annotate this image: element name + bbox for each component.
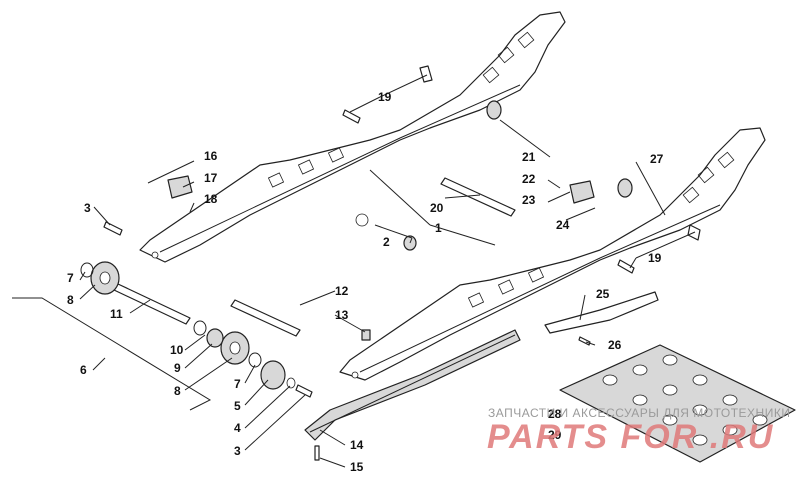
callout-25: 25: [596, 287, 610, 301]
bolt-19-upper: [342, 65, 433, 124]
callout-4: 4: [234, 421, 241, 435]
slide-14: [304, 329, 521, 441]
callout-numbers: 1 2 3 3 4 5 6 7 7 8 8 9 10 11 12 13 14 1…: [67, 90, 664, 474]
callout-9: 9: [174, 361, 181, 375]
callout-7: 7: [67, 271, 74, 285]
callout-8: 8: [67, 293, 74, 307]
rail-rear: [139, 11, 566, 263]
callout-24: 24: [556, 218, 570, 232]
callout-1: 1: [435, 221, 442, 235]
cap-13: [361, 329, 371, 341]
callout-7: 7: [234, 377, 241, 391]
cross-shaft-20: [440, 177, 516, 217]
group-bracket-6: [12, 297, 212, 411]
callout-22: 22: [522, 172, 536, 186]
cross-shaft-12: [230, 299, 301, 337]
callout-19: 19: [378, 90, 392, 104]
watermark-brand: PARTS FOR .RU: [487, 418, 775, 456]
callout-16: 16: [204, 149, 218, 163]
callout-13: 13: [335, 308, 349, 322]
callout-21: 21: [522, 150, 536, 164]
axle-11: [113, 283, 191, 325]
callout-2: 2: [383, 235, 390, 249]
callout-18: 18: [204, 192, 218, 206]
wheel-5: [260, 360, 313, 398]
callout-14: 14: [350, 438, 364, 452]
wear-strip-25: [544, 291, 659, 334]
stopper-17: [167, 175, 193, 199]
callout-29: 29: [548, 428, 562, 442]
callout-26: 26: [608, 338, 622, 352]
callout-20: 20: [430, 201, 444, 215]
callout-12: 12: [335, 284, 349, 298]
callout-11: 11: [110, 307, 123, 321]
bolt-26: [578, 336, 591, 346]
callout-3: 3: [234, 444, 241, 458]
callout-5: 5: [234, 399, 241, 413]
stopper-23: [569, 180, 595, 204]
callout-27: 27: [650, 152, 664, 166]
watermark-caption: ЗАПЧАСТИ И АКСЕССУАРЫ ДЛЯ МОТОТЕХНИКИ: [488, 406, 791, 420]
callout-19: 19: [648, 251, 662, 265]
callout-17: 17: [204, 171, 218, 185]
callout-8: 8: [174, 384, 181, 398]
bolt-15: [314, 445, 320, 461]
bushing-21: [486, 100, 633, 198]
rail-front: [339, 127, 766, 381]
callout-23: 23: [522, 193, 536, 207]
track-28-29: [559, 344, 796, 463]
leader-lines: [79, 74, 696, 468]
bolt-3-upper: [103, 221, 123, 236]
callout-6: 6: [80, 363, 87, 377]
wheel-8-right: [193, 320, 262, 368]
callout-15: 15: [350, 460, 364, 474]
wheel-8-left: [80, 261, 120, 295]
callout-10: 10: [170, 343, 184, 357]
callout-28: 28: [548, 407, 562, 421]
callout-3: 3: [84, 201, 91, 215]
